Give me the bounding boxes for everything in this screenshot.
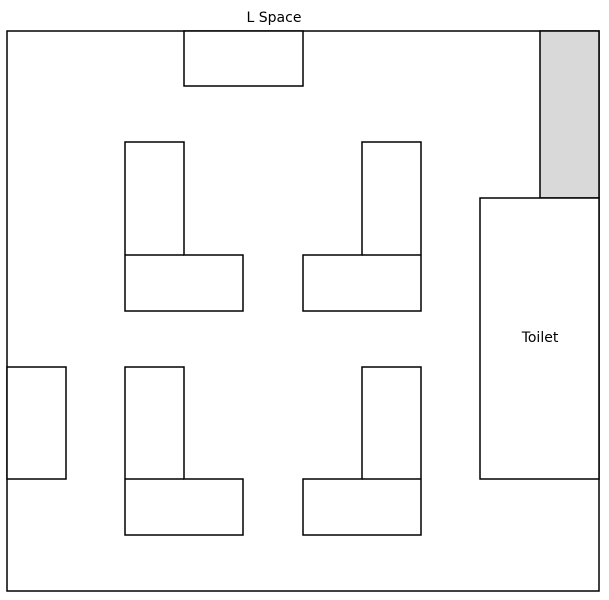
left-wall-block xyxy=(6,366,67,480)
shaded-area xyxy=(539,30,600,199)
l-desk-bottom-left xyxy=(124,366,244,536)
toilet-label: Toilet xyxy=(521,330,559,346)
top-wall-block xyxy=(183,30,304,87)
toilet-room xyxy=(479,197,600,480)
l-desk-top-left xyxy=(124,141,244,312)
diagram-title: L Space xyxy=(247,10,302,26)
